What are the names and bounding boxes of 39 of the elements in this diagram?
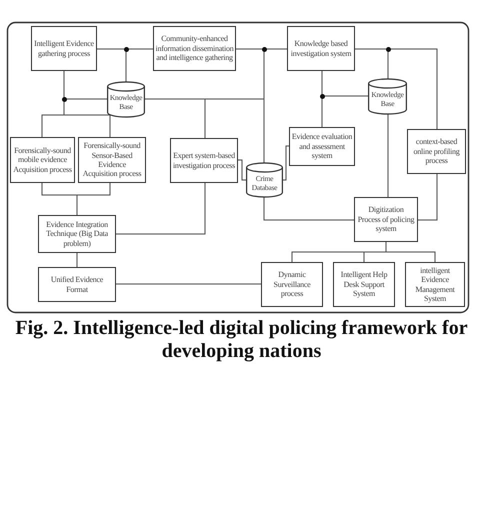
- process-box: [31, 26, 97, 71]
- process-label: Dynamic Surveillance process: [272, 270, 312, 299]
- process-box: [287, 26, 355, 71]
- process-box: [407, 129, 466, 174]
- process-label: Intelligent Help Desk Support System: [340, 270, 388, 299]
- process-box: [261, 262, 323, 307]
- database-cylinder: [107, 82, 145, 117]
- connector-line: [264, 196, 354, 220]
- connector-line: [282, 146, 290, 180]
- process-box: [38, 215, 116, 253]
- process-box: [10, 137, 75, 183]
- connector-line: [238, 160, 246, 180]
- process-label: Evidence evaluation and assessment system: [292, 132, 352, 161]
- process-label: intelligent Evidence Management System: [414, 266, 456, 304]
- connector-line: [116, 182, 206, 234]
- process-label: Forensically-sound mobile evidence Acquisition process: [12, 146, 72, 174]
- process-box: [289, 127, 355, 166]
- database-cylinder: [368, 79, 407, 114]
- process-box: [333, 262, 395, 307]
- process-label: context-based online profiling process: [412, 137, 460, 166]
- process-label: Intelligent Evidence gathering process: [34, 39, 94, 58]
- process-label: Evidence Integration Technique (Big Data problem): [45, 220, 109, 248]
- process-box: [153, 26, 236, 71]
- connector-line: [76, 252, 78, 268]
- process-label: Knowledge based investigation system: [290, 39, 352, 58]
- connector-line: [386, 242, 436, 262]
- process-label: Expert system-based investigation process: [172, 151, 236, 170]
- figure-caption: Fig. 2. Intelligence-led digital policing framework for developing nations: [14, 317, 469, 363]
- process-label: Forensically-sound Sensor-Based Evidence Acquisition process: [82, 141, 142, 179]
- process-box: [354, 197, 418, 242]
- connector-line: [76, 182, 110, 216]
- process-label: Unified Evidence Format: [50, 275, 104, 294]
- process-box: [405, 262, 465, 307]
- process-label: Digitization Process of policing system: [356, 205, 416, 234]
- process-box: [38, 267, 116, 302]
- database-cylinder: [246, 163, 283, 197]
- process-label: Community-enhanced information dissemination and intelligence gathering: [156, 34, 234, 63]
- connector-line: [418, 174, 438, 220]
- process-box: [170, 138, 238, 183]
